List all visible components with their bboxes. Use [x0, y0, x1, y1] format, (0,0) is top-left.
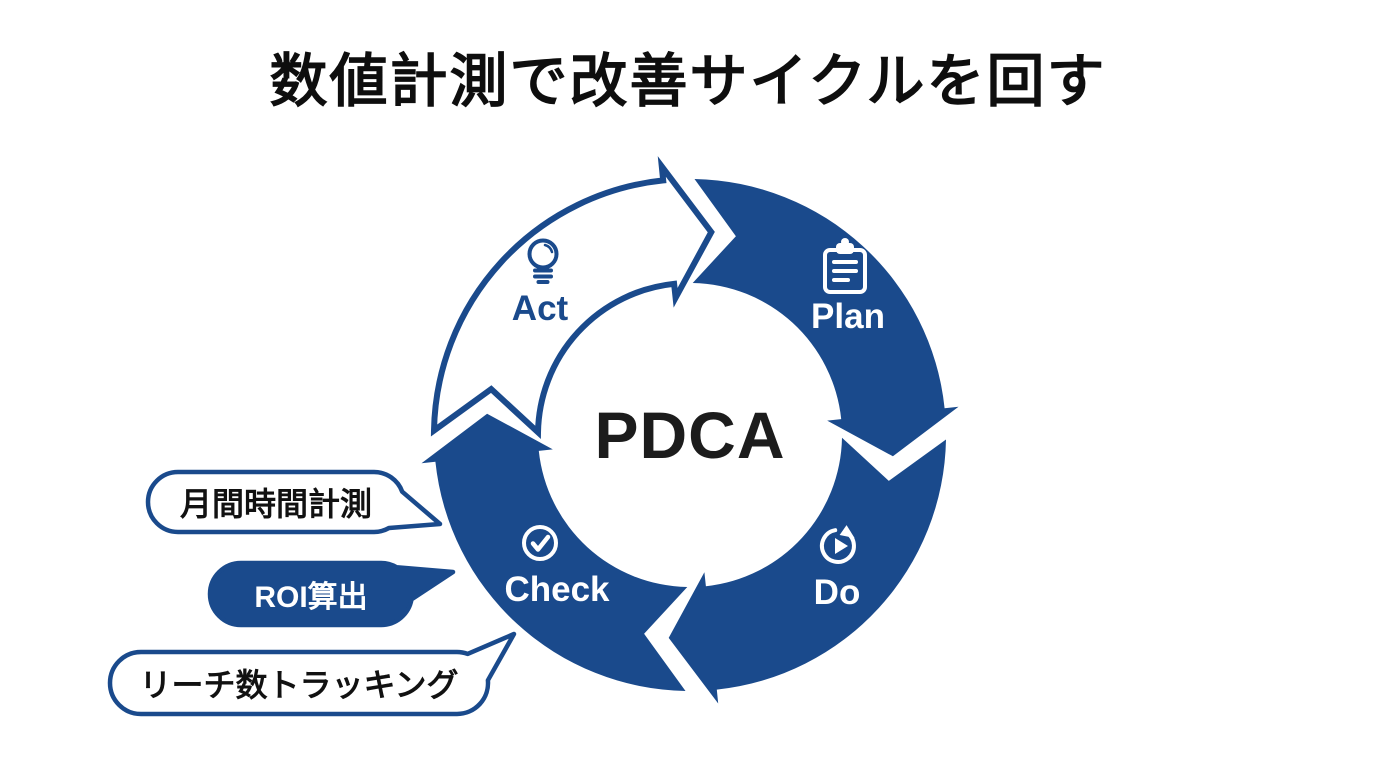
cycle-center-label: PDCA — [594, 398, 785, 472]
clipboard-icon — [823, 238, 867, 294]
callout-reach-tracking-label: リーチ数トラッキング — [139, 667, 459, 703]
callout-monthly-time-label: 月間時間計測 — [179, 486, 372, 522]
callout-bubble-shape — [145, 469, 443, 535]
pdca-cycle-svg: Plan Do Check Act PDCA — [421, 156, 959, 704]
segment-act — [430, 156, 715, 440]
callout-monthly-time: 月間時間計測 — [140, 464, 460, 574]
segment-label-do: Do — [814, 573, 861, 612]
segment-plan — [692, 179, 959, 457]
segment-label-act: Act — [512, 289, 569, 328]
callout-roi-label: ROI算出 — [254, 581, 368, 614]
circular-play-icon — [819, 525, 856, 564]
callout-bubble-shape — [107, 631, 517, 717]
lightbulb-icon — [527, 238, 559, 284]
callout-roi: ROI算出 — [205, 556, 465, 636]
segment-do — [668, 437, 946, 704]
check-circle-icon — [522, 525, 558, 561]
pdca-cycle-diagram: Plan Do Check Act PDCA — [400, 138, 980, 738]
callout-bubble-shape — [207, 560, 456, 628]
callout-reach-tracking: リーチ数トラッキング — [102, 628, 522, 723]
segment-label-plan: Plan — [811, 297, 885, 336]
segment-label-check: Check — [504, 570, 610, 609]
slide-title: 数値計測で改善サイクルを回す — [269, 49, 1107, 114]
